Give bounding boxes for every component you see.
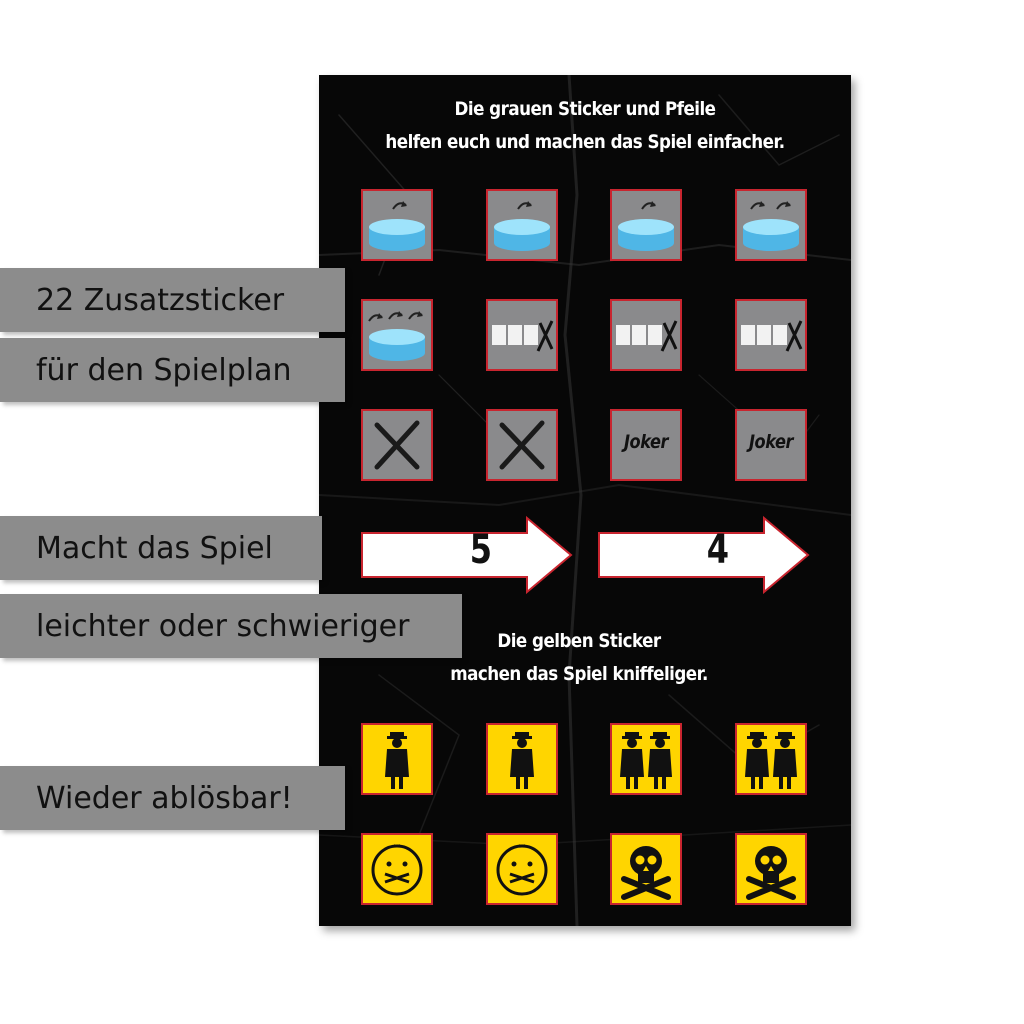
- sticker-skull-crossbones: [610, 833, 682, 905]
- double-turn-arrow-cylinder-icon: [743, 201, 799, 251]
- gagged-face-icon: [496, 844, 548, 896]
- sticker-gagged-face: [361, 833, 433, 905]
- arrow-number: 5: [469, 527, 493, 573]
- label-sticker-count: 22 Zusatzsticker: [0, 268, 345, 332]
- sticker-sheet: Die grauen Sticker und Pfeile helfen euc…: [319, 75, 851, 926]
- yellow-stickers-heading: Die gelben Sticker machen das Spiel knif…: [345, 625, 813, 691]
- x-mark-icon: [499, 420, 545, 470]
- x-mark-icon: [374, 420, 420, 470]
- sticker-turn-arrow-cylinder: [361, 189, 433, 261]
- two-detectives-icon: [745, 732, 797, 789]
- grey-stickers-heading: Die grauen Sticker und Pfeile helfen euc…: [351, 93, 819, 159]
- gagged-face-icon: [371, 844, 423, 896]
- sticker-joker: Joker: [610, 409, 682, 481]
- sticker-two-detectives: [610, 723, 682, 795]
- two-detectives-icon: [620, 732, 672, 789]
- sticker-gagged-face: [486, 833, 558, 905]
- sticker-joker: Joker: [735, 409, 807, 481]
- sticker-skull-crossbones: [735, 833, 807, 905]
- sticker-x-mark: [361, 409, 433, 481]
- sticker-turn-arrow-cylinder: [486, 189, 558, 261]
- label-easier-harder: leichter oder schwieriger: [0, 594, 462, 658]
- triple-turn-arrow-cylinder-icon: [368, 311, 425, 361]
- arrow-sticker-4: 4: [596, 515, 812, 595]
- detective-icon: [510, 732, 534, 789]
- strike-counter-icon: [741, 320, 803, 352]
- sticker-detective: [361, 723, 433, 795]
- label-removable: Wieder ablösbar!: [0, 766, 345, 830]
- right-arrow-icon: [598, 515, 810, 595]
- sticker-detective: [486, 723, 558, 795]
- strike-counter-icon: [616, 320, 678, 352]
- turn-arrow-cylinder-icon: [494, 201, 550, 251]
- sticker-two-detectives: [735, 723, 807, 795]
- skull-crossbones-icon: [621, 846, 671, 900]
- arrow-number: 4: [706, 527, 730, 573]
- joker-icon: Joker: [623, 431, 669, 453]
- yellow-heading-line2: machen das Spiel kniffeliger.: [450, 663, 708, 685]
- sticker-strike-counter: [486, 299, 558, 371]
- joker-icon: Joker: [748, 431, 794, 453]
- turn-arrow-cylinder-icon: [369, 201, 425, 251]
- skull-crossbones-icon: [746, 846, 796, 900]
- sticker-x-mark: [486, 409, 558, 481]
- right-arrow-icon: [361, 515, 573, 595]
- grey-heading-line1: Die grauen Sticker und Pfeile: [454, 98, 716, 120]
- strike-counter-icon: [492, 320, 554, 352]
- sticker-strike-counter: [735, 299, 807, 371]
- detective-icon: [385, 732, 409, 789]
- arrow-sticker-5: 5: [359, 515, 575, 595]
- yellow-heading-line1: Die gelben Sticker: [497, 630, 661, 652]
- sticker-turn-arrow-cylinder: [610, 189, 682, 261]
- sticker-strike-counter: [610, 299, 682, 371]
- turn-arrow-cylinder-icon: [618, 201, 674, 251]
- sticker-double-turn-arrow-cylinder: [735, 189, 807, 261]
- label-game-board: für den Spielplan: [0, 338, 345, 402]
- label-makes-game: Macht das Spiel: [0, 516, 322, 580]
- sticker-triple-turn-arrow-cylinder: [361, 299, 433, 371]
- grey-heading-line2: helfen euch und machen das Spiel einfach…: [385, 131, 785, 153]
